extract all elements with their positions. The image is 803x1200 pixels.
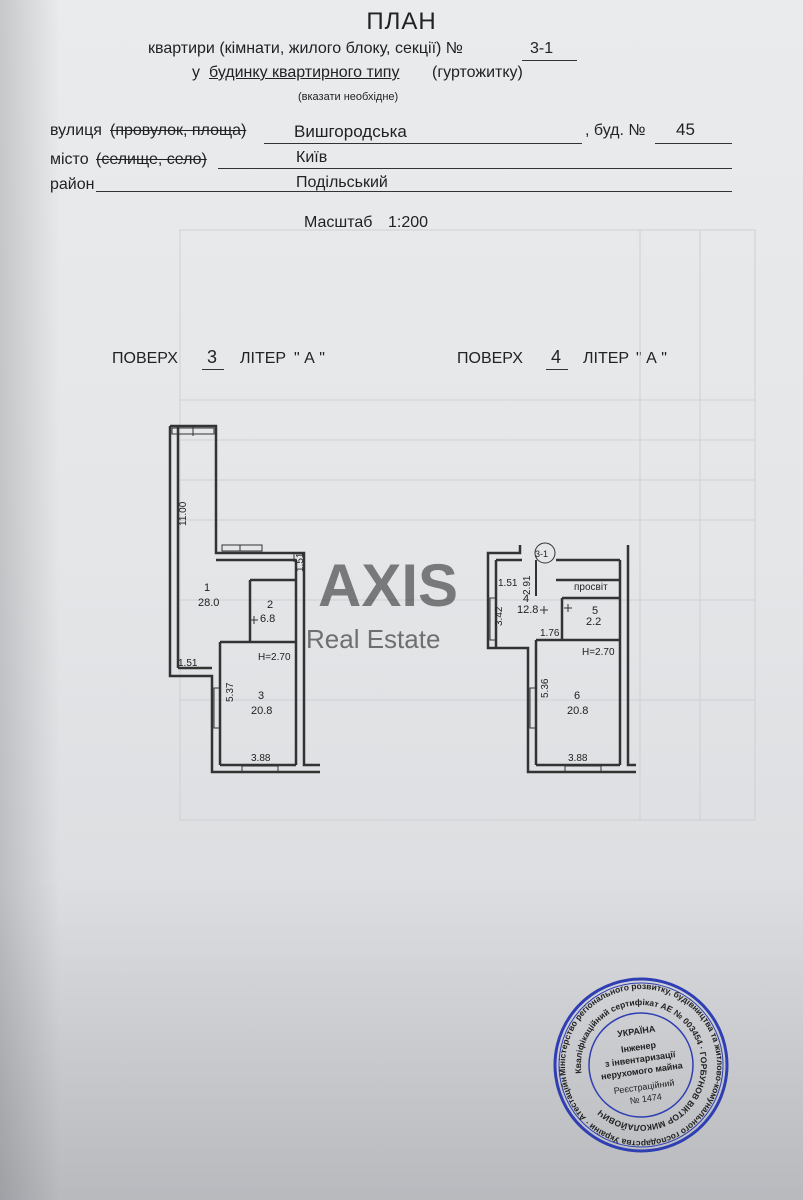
district-value: Подільський	[296, 174, 388, 191]
ghost-grid	[179, 229, 756, 821]
plan4-section-circle	[534, 542, 556, 564]
district-underline	[96, 191, 732, 192]
plan3-dim-537: 5.37	[225, 682, 236, 702]
floor4-liter-label: ЛІТЕР	[583, 350, 630, 367]
city-label: місто	[50, 151, 89, 168]
plan3-dim-151-bottom: 1.51	[178, 658, 198, 669]
plan3-room3-area: 20.8	[251, 705, 272, 717]
street-label: вулиця	[50, 122, 102, 139]
building-number: 45	[676, 120, 695, 139]
city-value: Київ	[296, 149, 328, 166]
plan4-room5-number: 5	[592, 605, 598, 617]
plan3-height: Н=2.70	[258, 652, 291, 663]
plan4-room5-area: 2.2	[586, 616, 601, 628]
floor3-number: 3	[207, 347, 218, 367]
plan4-room4-number: 4	[523, 593, 529, 605]
plan4-room6-number: 6	[574, 690, 580, 702]
stamp-reg-number: № 1474	[629, 1091, 662, 1105]
apartment-number-underline	[522, 60, 577, 61]
plan3-room3-number: 3	[258, 690, 264, 702]
scale-value: 1:200	[388, 214, 429, 231]
hint-text: (вказати необхідне)	[298, 91, 399, 103]
floor4-number: 4	[551, 347, 562, 367]
district-label: район	[50, 176, 95, 193]
street-struck-options: (провулок, площа)	[110, 122, 247, 139]
watermark-subtitle: Real Estate	[306, 624, 440, 654]
plan4-details	[489, 560, 602, 773]
floor3-liter: " А "	[294, 350, 325, 367]
plan4-dim-176: 1.76	[540, 628, 560, 639]
plan3-dim-151-top: 1.51	[295, 552, 306, 572]
plan4-room6-area: 20.8	[567, 705, 588, 717]
plan3-room2-number: 2	[267, 599, 273, 611]
apartment-line-label: квартири (кімнати, жилого блоку, секції)…	[148, 40, 463, 57]
plan3-dim-388: 3.88	[251, 753, 271, 764]
plan4-room4-area: 12.8	[517, 604, 538, 616]
apartment-number: 3-1	[530, 40, 554, 57]
city-struck-options: (селище, село)	[96, 151, 207, 168]
document-title: ПЛАН	[366, 8, 437, 35]
plan4-height: Н=2.70	[582, 647, 615, 658]
plan3-room1-area: 28.0	[198, 597, 219, 609]
floor4-number-underline	[546, 369, 568, 370]
plan4-dim-291: 2.91	[522, 575, 533, 595]
plan3-room1-number: 1	[204, 582, 210, 594]
plan4-dim-388: 3.88	[568, 753, 588, 764]
floor4-liter: " А "	[636, 350, 667, 367]
plan4-section-mark: 3-1	[535, 549, 548, 559]
scale-label: Масштаб	[304, 214, 373, 231]
plan4-dim-151: 1.51	[498, 578, 518, 589]
floor4-label: ПОВЕРХ	[457, 350, 523, 367]
plan4-dim-342: 3.42	[494, 606, 505, 626]
stamp-country: УКРАЇНА	[617, 1024, 657, 1039]
building-type-prefix: у	[192, 64, 200, 81]
plan3-room2-area: 6.8	[260, 613, 275, 625]
building-underline	[655, 143, 732, 144]
street-value: Вишгородська	[294, 122, 407, 141]
plan4-walls	[486, 545, 636, 774]
plan3-details	[171, 426, 295, 773]
watermark-brand: AXIS	[318, 552, 458, 619]
city-underline	[218, 168, 732, 169]
plan4-dim-536: 5.36	[540, 678, 551, 698]
plan4-skylight: просвіт	[574, 582, 608, 593]
plan3-walls	[168, 424, 320, 774]
street-underline	[264, 143, 582, 144]
floor3-number-underline	[202, 369, 224, 370]
floor3-label: ПОВЕРХ	[112, 350, 178, 367]
floor3-liter-label: ЛІТЕР	[240, 350, 287, 367]
page-shadow-left	[0, 0, 60, 1200]
building-type-selected: будинку квартирного типу	[209, 64, 400, 81]
building-type-alt: (гуртожитку)	[432, 64, 523, 81]
plan3-dim-length: 11.00	[178, 501, 189, 526]
building-label: , буд. №	[585, 122, 646, 139]
stamp-line1: Інженер	[620, 1040, 657, 1055]
